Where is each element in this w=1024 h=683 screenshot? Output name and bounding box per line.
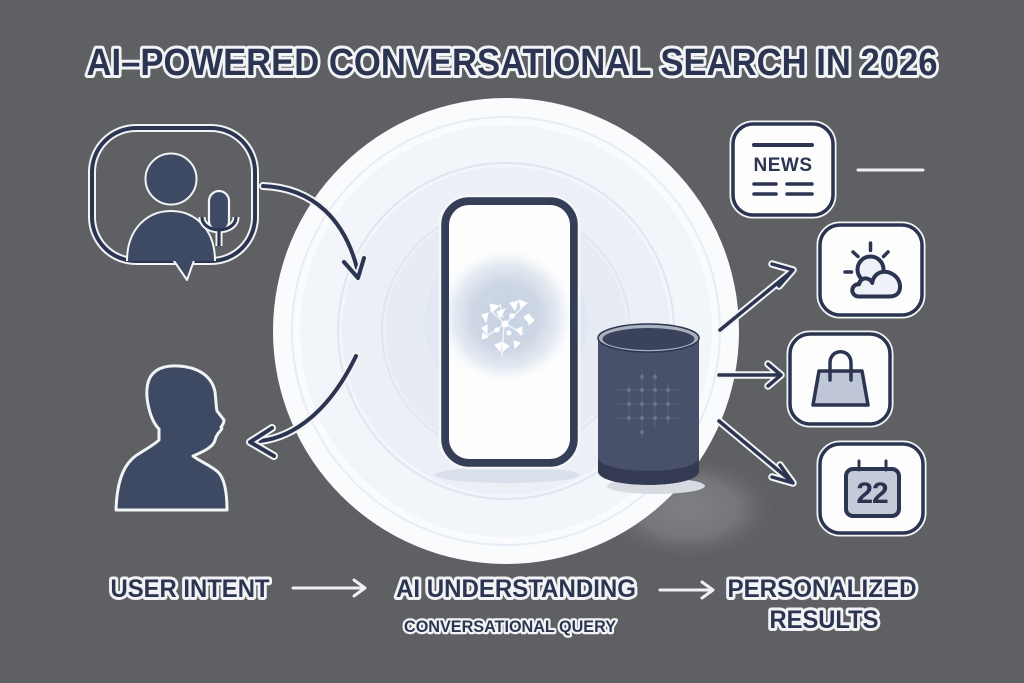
svg-text:AI UNDERSTANDING: AI UNDERSTANDING	[396, 575, 636, 603]
svg-text:RESULTS: RESULTS	[770, 606, 879, 634]
svg-text:22: 22	[856, 477, 888, 510]
svg-text:AI–POWERED CONVERSATIONAL SEAR: AI–POWERED CONVERSATIONAL SEARCH IN 2026	[87, 42, 938, 84]
svg-text:USER INTENT: USER INTENT	[111, 575, 270, 603]
svg-text:CONVERSATIONAL QUERY: CONVERSATIONAL QUERY	[404, 618, 616, 636]
svg-text:NEWS: NEWS	[754, 155, 813, 176]
svg-text:PERSONALIZED: PERSONALIZED	[728, 575, 917, 603]
